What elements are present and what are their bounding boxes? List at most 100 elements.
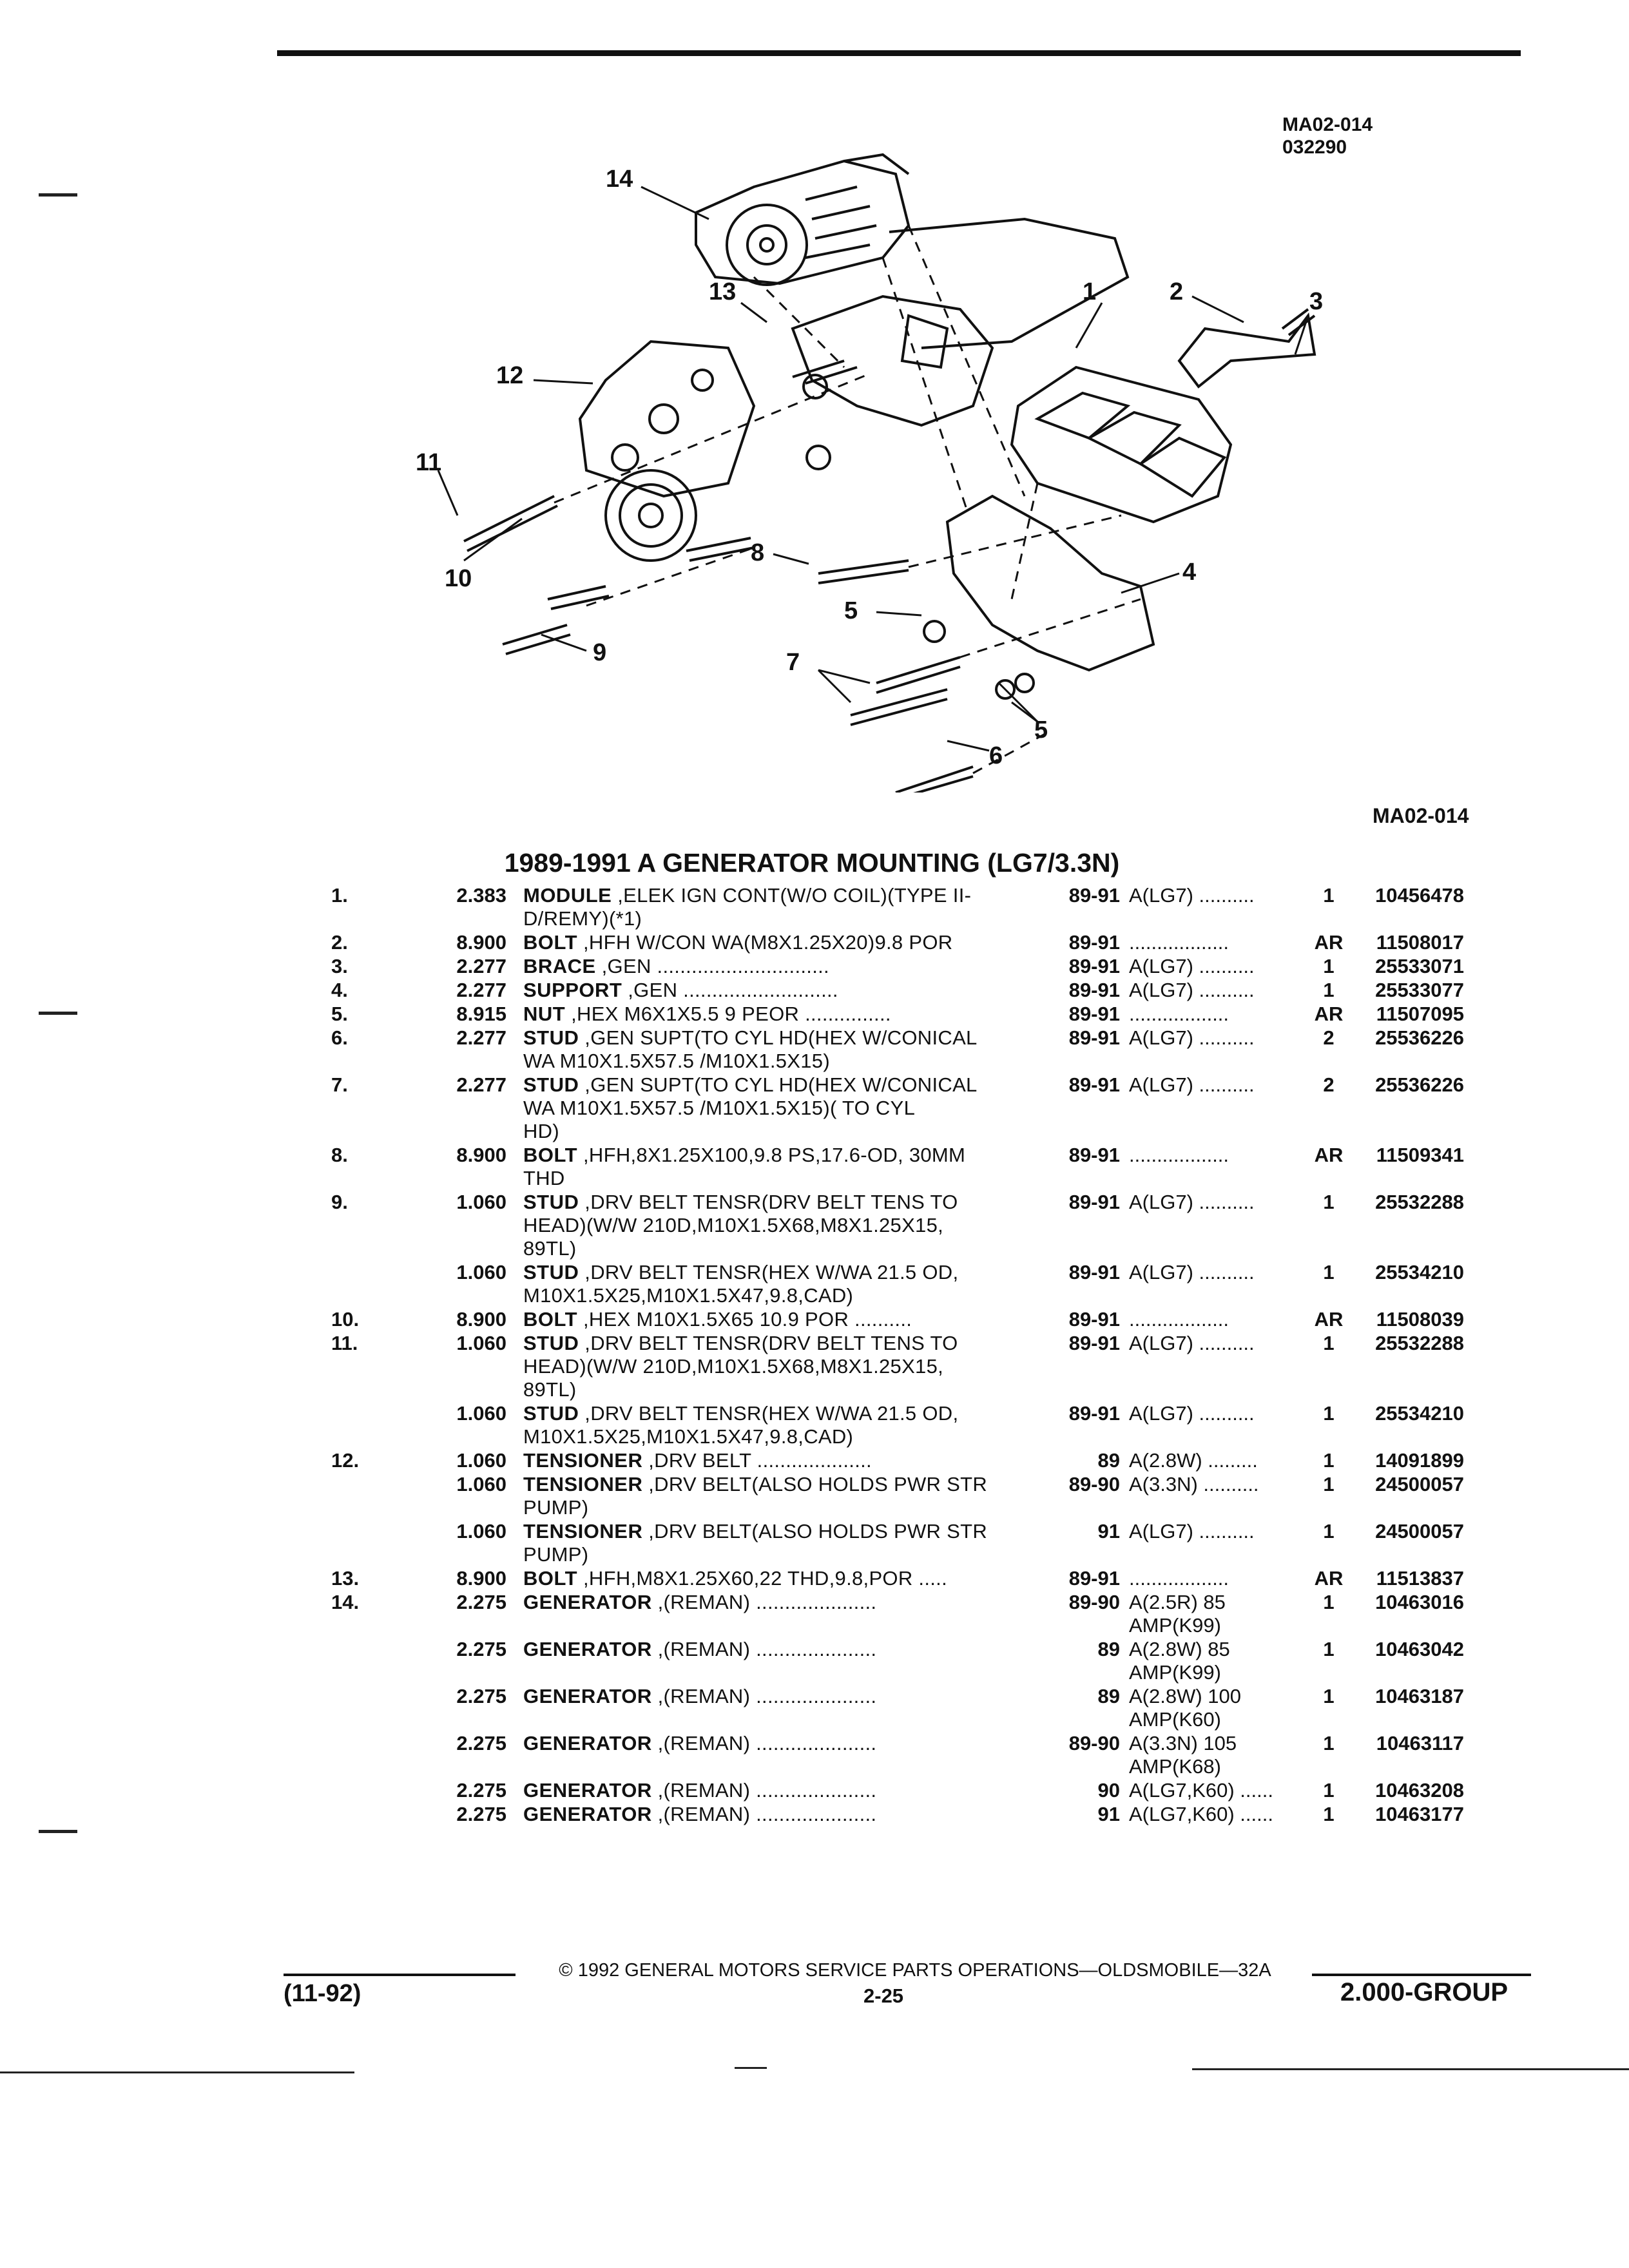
part-number: 25536226	[1375, 1073, 1464, 1096]
part-usage: A(LG7) ..........	[1129, 1402, 1255, 1425]
part-quantity: 1	[1323, 1449, 1335, 1472]
callout-5a: 5	[844, 597, 858, 624]
part-row: 2.275 GENERATOR ,(REMAN) ................…	[309, 1779, 1534, 1802]
part-years: 89-91	[1068, 931, 1120, 954]
part-group-code: 2.275	[456, 1685, 506, 1707]
part-ref-number: 3.	[331, 955, 348, 977]
part-name: TENSIONER	[523, 1520, 643, 1542]
part-description: GENERATOR ,(REMAN) .....................	[523, 1685, 1052, 1708]
part-years: 89-91	[1068, 1308, 1120, 1331]
part-description: GENERATOR ,(REMAN) .....................	[523, 1638, 1052, 1661]
part-group-code: 2.275	[456, 1779, 506, 1802]
part-usage: A(LG7) ..........	[1129, 1332, 1255, 1354]
part-name: STUD	[523, 1026, 579, 1049]
part-number: 10463016	[1375, 1591, 1464, 1613]
part-usage: A(LG7,K60) ......	[1129, 1779, 1273, 1802]
bolt-parts	[463, 308, 1316, 793]
part-quantity: AR	[1314, 1567, 1344, 1590]
part-name: BOLT	[523, 931, 578, 954]
part-description: BOLT ,HEX M10X1.5X65 10.9 POR ..........	[523, 1308, 1052, 1331]
part-detail: ,HFH W/CON WA(M8X1.25X20)9.8 POR	[577, 931, 953, 954]
part-group-code: 8.900	[456, 1567, 506, 1590]
part-row: 1.060 STUD ,DRV BELT TENSR(HEX W/WA 21.5 …	[309, 1402, 1534, 1448]
part-number: 10463042	[1375, 1638, 1464, 1660]
part-usage: ..................	[1129, 1308, 1229, 1331]
part-detail: ,(REMAN) .....................	[651, 1591, 877, 1613]
part-group-code: 2.275	[456, 1803, 506, 1825]
part-usage: A(3.3N) 105 AMP(K68)	[1129, 1732, 1237, 1778]
part-detail: ,DRV BELT TENSR(HEX W/WA 21.5 OD, M10X1.…	[523, 1261, 959, 1307]
part-group-code: 2.277	[456, 1026, 506, 1049]
generator-brace-part	[1177, 312, 1316, 389]
part-detail: ,HFH,8X1.25X100,9.8 PS,17.6-OD, 30MM THD	[523, 1144, 966, 1189]
part-detail: ,GEN ..............................	[595, 955, 829, 977]
ignition-module-part	[1010, 365, 1233, 524]
part-years: 89-91	[1068, 955, 1120, 977]
part-description: TENSIONER ,DRV BELT(ALSO HOLDS PWR STR P…	[523, 1520, 1052, 1566]
part-detail: ,DRV BELT ....................	[642, 1449, 872, 1472]
part-ref-number: 8.	[331, 1144, 348, 1166]
part-quantity: 2	[1323, 1073, 1335, 1096]
part-group-code: 8.900	[456, 1144, 506, 1166]
part-description: TENSIONER ,DRV BELT(ALSO HOLDS PWR STR P…	[523, 1473, 1052, 1519]
part-years: 89-91	[1068, 1026, 1120, 1049]
part-name: STUD	[523, 1261, 579, 1283]
part-ref-number: 5.	[331, 1003, 348, 1025]
tensioner-bracket-part	[578, 340, 756, 498]
part-description: GENERATOR ,(REMAN) .....................	[523, 1732, 1052, 1755]
part-detail: ,DRV BELT(ALSO HOLDS PWR STR PUMP)	[523, 1473, 988, 1519]
part-ref-number: 1.	[331, 884, 348, 907]
part-quantity: 1	[1323, 1473, 1335, 1495]
part-row: 2.275 GENERATOR ,(REMAN) ................…	[309, 1685, 1534, 1731]
part-description: BOLT ,HFH,8X1.25X100,9.8 PS,17.6-OD, 30M…	[523, 1144, 1052, 1190]
part-quantity: 1	[1323, 1732, 1335, 1754]
callout-2: 2	[1170, 278, 1183, 305]
part-description: STUD ,DRV BELT TENSR(DRV BELT TENS TO HE…	[523, 1191, 1052, 1260]
part-detail: ,GEN ...........................	[622, 979, 838, 1001]
part-group-code: 1.060	[456, 1402, 506, 1425]
part-ref-number: 7.	[331, 1073, 348, 1096]
part-usage: A(LG7) ..........	[1129, 979, 1255, 1001]
part-number: 11513837	[1376, 1567, 1464, 1590]
part-name: MODULE	[523, 884, 612, 907]
part-number: 10463177	[1375, 1803, 1464, 1825]
part-group-code: 1.060	[456, 1261, 506, 1283]
part-number: 25533077	[1375, 979, 1464, 1001]
part-description: GENERATOR ,(REMAN) .....................	[523, 1803, 1052, 1826]
figure-code-line: MA02-014	[1282, 114, 1373, 135]
part-usage: A(LG7) ..........	[1129, 1520, 1255, 1542]
part-usage: A(2.8W) 100 AMP(K60)	[1129, 1685, 1242, 1731]
part-quantity: AR	[1314, 931, 1344, 954]
footer-copyright: © 1992 GENERAL MOTORS SERVICE PARTS OPER…	[559, 1960, 1271, 1981]
part-quantity: 1	[1323, 1779, 1335, 1802]
part-description: GENERATOR ,(REMAN) .....................	[523, 1779, 1052, 1802]
generator-mounting-illustration: 14 13 12 11 10 9 8 7 6 5 5 4 3 2 1	[416, 153, 1323, 793]
part-years: 89-91	[1068, 1332, 1120, 1354]
part-quantity: 1	[1323, 1591, 1335, 1613]
part-number: 25532288	[1375, 1332, 1464, 1354]
part-group-code: 8.900	[456, 931, 506, 954]
part-usage: A(LG7) ..........	[1129, 1261, 1255, 1283]
part-years: 89-91	[1068, 1261, 1120, 1283]
part-group-code: 8.900	[456, 1308, 506, 1331]
part-group-code: 1.060	[456, 1332, 506, 1354]
part-quantity: 1	[1323, 1638, 1335, 1660]
part-years: 89-90	[1068, 1732, 1120, 1754]
part-number: 10463208	[1375, 1779, 1464, 1802]
part-years: 89-91	[1068, 979, 1120, 1001]
callout-9: 9	[593, 639, 606, 666]
figure-revision-line: 032290	[1282, 137, 1347, 158]
part-quantity: 1	[1323, 1332, 1335, 1354]
scan-mark	[735, 2067, 767, 2069]
part-usage: ..................	[1129, 1144, 1229, 1166]
callout-leaders	[437, 186, 1309, 752]
part-years: 89	[1097, 1449, 1120, 1472]
part-detail: ,DRV BELT TENSR(HEX W/WA 21.5 OD, M10X1.…	[523, 1402, 959, 1448]
part-group-code: 2.277	[456, 979, 506, 1001]
part-years: 89	[1097, 1685, 1120, 1707]
part-name: STUD	[523, 1402, 579, 1425]
part-description: BOLT ,HFH,M8X1.25X60,22 THD,9.8,POR ....…	[523, 1567, 1052, 1590]
part-quantity: 1	[1323, 1261, 1335, 1283]
part-number: 14091899	[1375, 1449, 1464, 1472]
